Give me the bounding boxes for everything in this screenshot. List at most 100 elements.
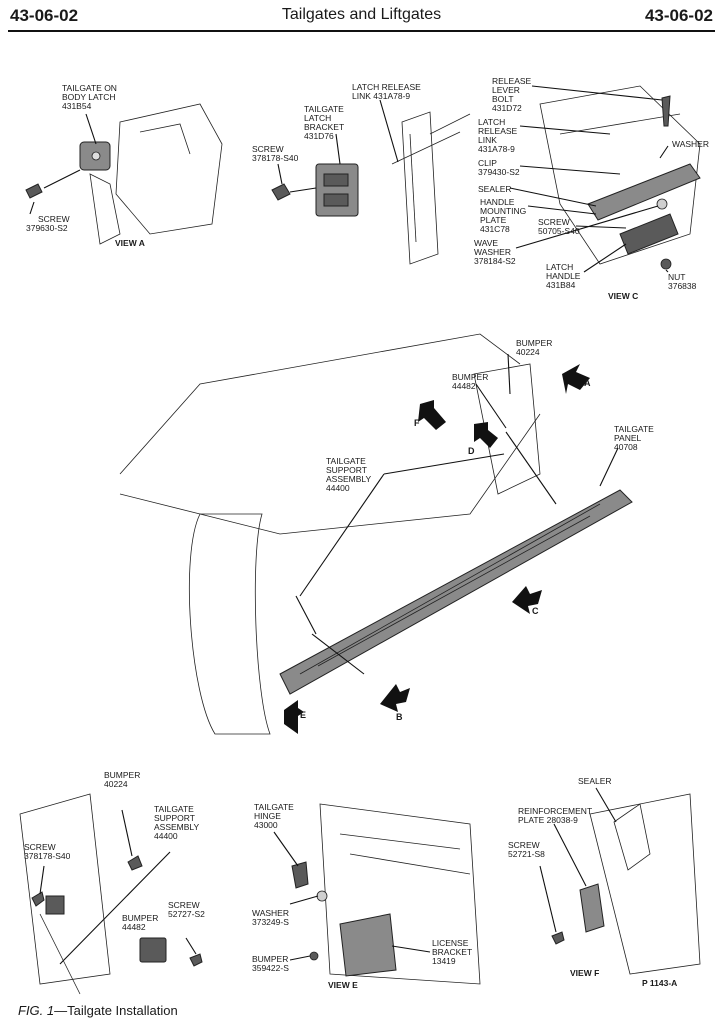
- label-d-support-2: SUPPORT: [154, 813, 195, 823]
- leader-hinge: [273, 831, 299, 867]
- view-d-screw-2-part: [189, 953, 203, 967]
- bracket-screw-axis: [289, 187, 317, 193]
- figure-number: FIG. 1: [18, 1003, 55, 1018]
- label-d-bumper2-1: BUMPER: [122, 913, 158, 923]
- leader-d-screw-2: [185, 937, 197, 955]
- leader-release-link: [379, 99, 399, 163]
- tailgate-inner-rib: [299, 503, 601, 675]
- leader-support-right: [383, 453, 505, 475]
- header-rule: [8, 30, 715, 32]
- label-c-link-2: RELEASE: [478, 126, 518, 136]
- view-d-screw-1-part: [31, 891, 45, 907]
- view-a-edge-line: [139, 123, 191, 155]
- view-d-bumper-44482-part: [139, 937, 167, 963]
- leader-d-screw-1: [39, 865, 45, 895]
- tailgate-installation-figure: TAILGATE ON BODY LATCH 431B54 SCREW 3796…: [19, 76, 709, 995]
- label-main-bumper2-1: BUMPER: [452, 372, 488, 382]
- label-latch-bracket-3: BRACKET: [304, 122, 344, 132]
- label-release-link-2: LINK 431A78-9: [352, 91, 410, 101]
- label-e-washer-2: 373249-S: [252, 917, 289, 927]
- arrow-f-shape: [418, 400, 446, 430]
- leader-support-left: [299, 473, 385, 597]
- leader-tailgate-panel: [599, 447, 619, 487]
- label-plate-4: 431C78: [480, 224, 510, 234]
- label-support-4: 44400: [326, 483, 350, 493]
- leader-body-latch: [85, 113, 97, 145]
- leader-release-bolt: [531, 85, 663, 101]
- latch-bracket-part: [315, 163, 359, 217]
- label-wave-3: 378184-S2: [474, 256, 516, 266]
- leader-release-link-c: [519, 125, 611, 135]
- label-plate-1: HANDLE: [480, 197, 515, 207]
- leader-bracket-screw: [277, 163, 283, 185]
- leader-license-bracket: [391, 945, 431, 953]
- label-e-bumper-1: BUMPER: [252, 954, 288, 964]
- tailgate-panel-part: [279, 489, 633, 695]
- plate-code: P 1143-A: [642, 978, 677, 988]
- view-d-post-outline: [19, 793, 111, 985]
- leader-sealer: [509, 187, 597, 207]
- page-title: Tailgates and Liftgates: [281, 6, 442, 23]
- arrow-c-shape: [512, 586, 542, 614]
- view-e: TAILGATE HINGE 43000 WASHER 373249-S BUM…: [252, 802, 481, 990]
- label-rel-bolt-2: LEVER: [492, 85, 520, 95]
- label-latch-bracket-1: TAILGATE: [304, 104, 344, 114]
- view-a-pillar: [89, 173, 121, 245]
- latch-bracket-group: LATCH RELEASE LINK 431A78-9 TAILGATE LAT…: [252, 82, 471, 265]
- left-hinge-link: [311, 633, 365, 675]
- tailgate-edge-outline: [401, 111, 439, 265]
- latch-hole: [91, 151, 101, 161]
- label-c-screw-1: SCREW: [538, 217, 570, 227]
- label-hinge-1: TAILGATE: [254, 802, 294, 812]
- view-c-gate-outline: [539, 85, 701, 265]
- label-nut-2: 376838: [668, 281, 697, 291]
- label-washer: WASHER: [672, 139, 709, 149]
- tailgate-hinge-part: [291, 861, 309, 889]
- right-support-cable: [505, 431, 557, 505]
- view-e-ribs-2: [349, 853, 471, 875]
- view-c-label: VIEW C: [608, 291, 638, 301]
- arrow-e-label: E: [300, 710, 306, 720]
- leader-main-bumper-1: [507, 353, 511, 395]
- section-code-left: 43-06-02: [10, 6, 79, 25]
- leader-latch-bracket: [335, 133, 341, 165]
- leader-washer: [659, 145, 669, 159]
- tailgate-edge-inner: [409, 133, 417, 243]
- tailgate-inner-rib-2: [317, 515, 591, 667]
- label-latch-bracket-2: LATCH: [304, 113, 331, 123]
- view-d-hinge-block: [45, 895, 65, 915]
- label-hinge-3: 43000: [254, 820, 278, 830]
- leader-wave-washer: [515, 205, 659, 249]
- label-d-screw2-2: 52727-S2: [168, 909, 205, 919]
- label-body-latch-3: 431B54: [62, 101, 92, 111]
- label-latch-handle-3: 431B84: [546, 280, 576, 290]
- view-c: RELEASE LEVER BOLT 431D72 LATCH RELEASE …: [474, 76, 709, 301]
- label-d-support-1: TAILGATE: [154, 804, 194, 814]
- figure-caption-text: —Tailgate Installation: [54, 1003, 178, 1018]
- label-e-washer-1: WASHER: [252, 908, 289, 918]
- arrow-b-shape: [380, 684, 410, 712]
- view-a: TAILGATE ON BODY LATCH 431B54 SCREW 3796…: [25, 83, 223, 248]
- label-view-a-screw-2: 379630-S2: [26, 223, 68, 233]
- leader-f-screw: [539, 865, 557, 933]
- label-main-bumper1-1: BUMPER: [516, 338, 552, 348]
- view-e-washer-part: [316, 890, 328, 902]
- label-reinf-1: REINFORCEMENT: [518, 806, 592, 816]
- view-e-gate-outline: [319, 803, 481, 985]
- label-c-screw-2: 50705-S40: [538, 226, 580, 236]
- bracket-slot-2: [323, 193, 349, 207]
- view-f: SEALER REINFORCEMENT PLATE 28038-9 SCREW…: [508, 776, 701, 988]
- label-latch-bracket-4: 431D76: [304, 131, 334, 141]
- release-link-rod: [391, 131, 461, 165]
- label-d-support-4: 44400: [154, 831, 178, 841]
- license-bracket-part: [339, 913, 397, 977]
- view-e-ribs: [339, 833, 461, 850]
- label-rel-bolt-1: RELEASE: [492, 76, 532, 86]
- label-clip-1: CLIP: [478, 158, 497, 168]
- arrow-d-label: D: [468, 446, 475, 456]
- label-panel-1: TAILGATE: [614, 424, 654, 434]
- label-d-bumper-2: 40224: [104, 779, 128, 789]
- leader-clip: [519, 165, 621, 175]
- label-main-bumper2-2: 44482: [452, 381, 476, 391]
- label-rel-bolt-4: 431D72: [492, 103, 522, 113]
